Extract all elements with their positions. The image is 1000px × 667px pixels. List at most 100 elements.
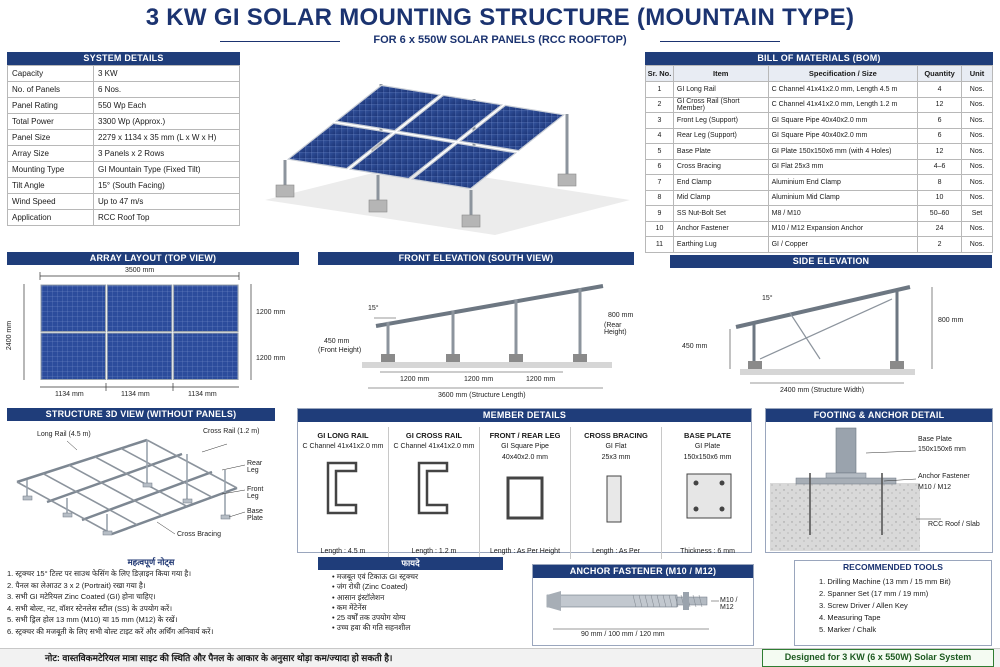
hero-concrete-block <box>557 173 577 187</box>
bom-cell: Anchor Fastener <box>672 220 769 237</box>
s3d-base-plate-label: Base Plate <box>247 508 263 522</box>
bom-cell: M8 / M10 <box>767 205 919 222</box>
front-elev-rear-height-label: (Rear Height) <box>604 322 627 336</box>
footer-note: नोट: वास्तविकमटेरियल मात्रा साइट की स्थि… <box>45 653 393 663</box>
bom-cell: GI Long Rail <box>672 81 769 98</box>
bom-cell: 10 <box>645 220 674 237</box>
bom-cell: Nos. <box>961 143 993 160</box>
anchor-thread <box>692 594 697 608</box>
member-spec2: 40x40x2.0 mm <box>502 454 548 461</box>
system-row-value: 3 Panels x 2 Rows <box>93 145 240 162</box>
member-footer: Thickness : 6 mm <box>680 548 735 555</box>
bom-cell: Set <box>961 205 993 222</box>
s3d-cross-rail <box>68 464 163 517</box>
member-name: BASE PLATE <box>684 431 731 440</box>
tool-item: 2. Spanner Set (17 mm / 19 mm) <box>819 589 929 598</box>
array-row-height-top: 1200 mm <box>256 309 286 316</box>
s3d-cross-rail <box>16 481 113 535</box>
notes-title: महत्वपूर्ण नोट्स <box>127 557 175 567</box>
side-elev-rear-height: 800 mm <box>938 317 964 324</box>
note-item: 5. सभी ड्रिल होल 13 mm (M10) या 15 mm (M… <box>7 615 178 624</box>
page-title: 3 KW GI SOLAR MOUNTING STRUCTURE (MOUNTA… <box>145 4 855 31</box>
member-spec: C Channel 41x41x2.0 mm <box>302 443 384 450</box>
system-row-label: Tilt Angle <box>7 177 94 194</box>
bom-cell: Aluminium Mid Clamp <box>767 189 919 206</box>
member-spec2: 150x150x6 mm <box>683 454 732 461</box>
side-elevation-drawing <box>729 285 933 384</box>
bom-cell: Nos. <box>961 174 993 191</box>
bom-cell: 4–6 <box>917 158 962 175</box>
benefit-item: • आसान इंस्टॉलेशन <box>332 592 385 602</box>
bom-cell: Nos. <box>961 236 993 253</box>
bom-cell: GI Flat 25x3 mm <box>767 158 919 175</box>
bom-cell: 7 <box>645 174 674 191</box>
anchor-fastener-panel: ANCHOR FASTENER (M10 / M12) M10 / M12 90… <box>532 564 754 646</box>
note-item: 3. सभी GI मटेरियल Zinc Coated (GI) होना … <box>7 592 156 601</box>
anchor-thread <box>698 594 703 608</box>
benefit-item: • जंग रोधी (Zinc Coated) <box>332 582 408 592</box>
anchor-thread <box>650 594 655 608</box>
bom-cell: 8 <box>917 174 962 191</box>
front-elev-span-3: 1200 mm <box>526 376 556 383</box>
front-elev-length: 3600 mm (Structure Length) <box>438 392 526 399</box>
benefits-header: फायदे <box>318 557 503 570</box>
bom-cell: Nos. <box>961 220 993 237</box>
member-name: GI LONG RAIL <box>317 431 369 440</box>
tool-item: 5. Marker / Chalk <box>819 625 877 634</box>
footing-panel: FOOTING & ANCHOR DETAIL Base Plate 150x1… <box>765 408 993 553</box>
anchor-thread <box>656 594 661 608</box>
system-details-header: SYSTEM DETAILS <box>7 52 240 65</box>
bom-cell: 2 <box>917 236 962 253</box>
member-section-drawing <box>506 476 544 520</box>
front-elev-rear-height: 800 mm <box>608 312 634 319</box>
hero-concrete-block <box>368 199 388 213</box>
bom-cell: 24 <box>917 220 962 237</box>
bom-cell: 5 <box>645 143 674 160</box>
s3d-front-leg-label: Front Leg <box>247 486 264 500</box>
front-elev-span-1: 1200 mm <box>400 376 430 383</box>
system-row-label: Total Power <box>7 113 94 130</box>
benefits-panel: फायदे • मजबूत एवं टिकाऊ GI स्ट्रक्चर• जं… <box>318 557 503 644</box>
bom-col-header: Sr. No. <box>645 65 674 82</box>
member-section-drawing <box>326 461 358 515</box>
member-name: CROSS BRACING <box>584 431 648 440</box>
front-elev-front-height: 450 mm <box>324 338 350 345</box>
bom-cell: Nos. <box>961 189 993 206</box>
system-row-label: No. of Panels <box>7 81 94 98</box>
anchor-thread <box>662 594 667 608</box>
bom-cell: GI Plate 150x150x6 mm (with 4 Holes) <box>767 143 919 160</box>
front-elev-span-2: 1200 mm <box>464 376 494 383</box>
array-solar-panel <box>173 284 239 332</box>
tools-panel: RECOMMENDED TOOLS 1. Drilling Machine (1… <box>794 560 992 646</box>
bom-cell: 11 <box>645 236 674 253</box>
hero-solar-panel <box>410 142 518 190</box>
s3d-cross-rail <box>94 456 188 508</box>
structure-3d-drawing <box>16 438 246 536</box>
array-solar-panel <box>106 284 173 332</box>
bom-cell: Rear Leg (Support) <box>672 127 769 144</box>
bom-cell: 2 <box>645 96 674 113</box>
tools-header: RECOMMENDED TOOLS <box>795 561 991 574</box>
system-row-value: 15° (South Facing) <box>93 177 240 194</box>
s3d-cross-rail <box>42 472 138 526</box>
member-footer: Length : 1.2 m <box>411 548 457 555</box>
bom-col-header: Item <box>672 65 769 82</box>
bom-cell: 12 <box>917 143 962 160</box>
tools-list: 1. Drilling Machine (13 mm / 15 mm Bit)2… <box>795 574 991 636</box>
member-footer: Length : 4.5 m <box>320 548 366 555</box>
front-elev-footing <box>446 354 460 362</box>
bom-cell: Nos. <box>961 81 993 98</box>
bom-col-header: Specification / Size <box>767 65 919 82</box>
bom-cell: Front Leg (Support) <box>672 112 769 129</box>
